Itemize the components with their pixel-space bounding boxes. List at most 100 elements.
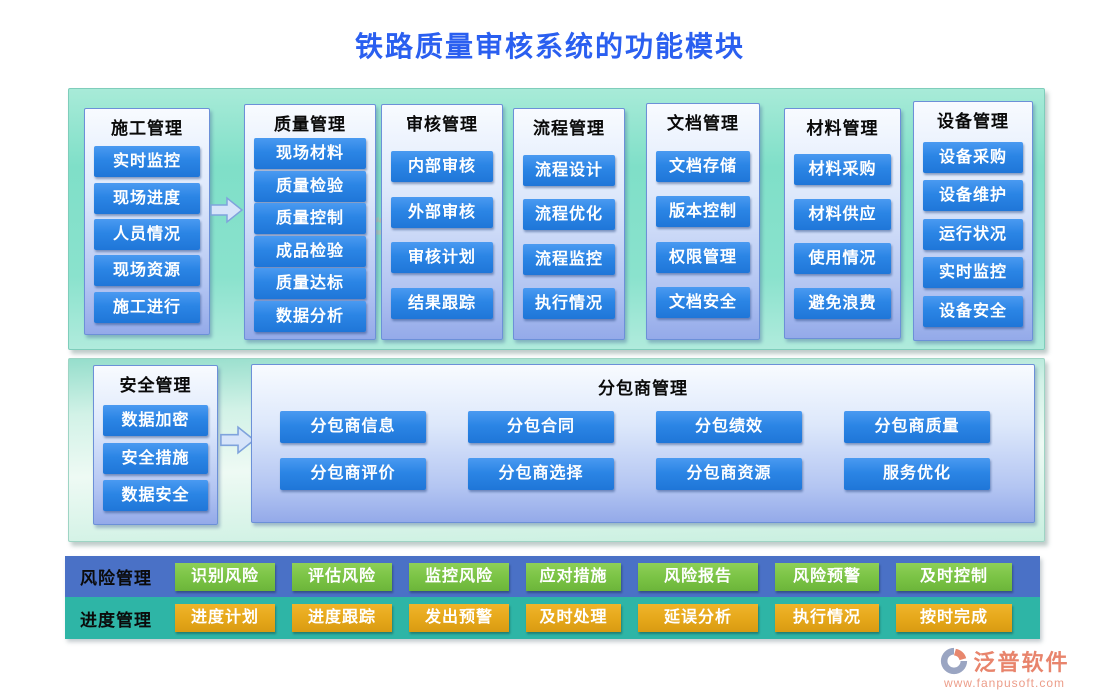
panel-header: 文档管理 [667,114,739,133]
module-button[interactable]: 流程设计 [523,154,615,186]
module-button[interactable]: 施工进行 [94,291,200,323]
module-button[interactable]: 设备采购 [923,141,1023,173]
row-label-progress: 进度管理 [80,610,152,630]
panel-items: 设备采购 设备维护 运行状况 实时监控 设备安全 [914,132,1032,340]
panel-items: 流程设计 流程优化 流程监控 执行情况 [514,139,624,339]
progress-button[interactable]: 进度跟踪 [292,604,392,632]
module-button[interactable]: 分包商选择 [468,458,614,490]
progress-button[interactable]: 发出预警 [409,604,509,632]
panel-items: 内部审核 外部审核 审核计划 结果跟踪 [382,135,502,339]
panel-items: 材料采购 材料供应 使用情况 避免浪费 [785,139,900,338]
risk-button[interactable]: 评估风险 [292,562,392,591]
risk-row: 风险管理 识别风险 评估风险 监控风险 应对措施 风险报告 风险预警 及时控制 [65,556,1040,597]
arrow-right-icon [210,196,243,224]
panel-items: 实时监控 现场进度 人员情况 现场资源 施工进行 [85,139,209,334]
panel-header: 质量管理 [274,115,346,134]
fanpu-logo-icon [941,647,968,675]
progress-button[interactable]: 及时处理 [526,604,621,632]
panel-items: 数据加密 安全措施 数据安全 [94,396,217,524]
module-button[interactable]: 实时监控 [94,146,200,178]
progress-button[interactable]: 进度计划 [175,604,275,632]
panel-equipment: 设备管理 设备采购 设备维护 运行状况 实时监控 设备安全 [913,101,1033,341]
module-button[interactable]: 数据加密 [103,404,208,436]
panel-header: 流程管理 [533,119,605,138]
panel-header: 施工管理 [111,119,183,138]
module-button[interactable]: 数据安全 [103,480,208,512]
risk-button[interactable]: 监控风险 [409,562,509,591]
progress-button[interactable]: 延误分析 [638,604,758,632]
module-button[interactable]: 结果跟踪 [391,287,493,319]
module-button[interactable]: 执行情况 [523,288,615,320]
module-button[interactable]: 外部审核 [391,196,493,228]
fanpu-logo: 泛普软件 www.fanpusoft.com [917,645,1092,690]
module-button[interactable]: 人员情况 [94,218,200,250]
panel-construction: 施工管理 实时监控 现场进度 人员情况 现场资源 施工进行 [84,108,210,335]
progress-button[interactable]: 执行情况 [775,604,879,632]
module-button[interactable]: 质量检验 [254,170,366,202]
logo-text: 泛普软件 [973,650,1070,675]
risk-button[interactable]: 应对措施 [526,562,621,591]
arrow-right-icon [220,425,256,455]
panel-header: 分包商管理 [598,379,688,398]
panel-header: 审核管理 [406,115,478,134]
progress-buttons: 进度计划 进度跟踪 发出预警 及时处理 延误分析 执行情况 按时完成 [175,597,1012,639]
logo-url: www.fanpusoft.com [943,676,1066,690]
module-button[interactable]: 分包商资源 [656,458,802,490]
module-button[interactable]: 数据分析 [254,300,366,332]
module-button[interactable]: 设备安全 [923,295,1023,327]
module-button[interactable]: 质量控制 [254,203,366,235]
panel-items: 文档存储 版本控制 权限管理 文档安全 [647,134,759,339]
subcontractor-board: 安全管理 数据加密 安全措施 数据安全 分包商管理 分包商信息 分包合同 分包绩… [68,358,1045,542]
module-button[interactable]: 服务优化 [844,458,990,490]
module-button[interactable]: 现场材料 [254,138,366,170]
module-button[interactable]: 现场进度 [94,182,200,214]
page-title: 铁路质量审核系统的功能模块 [354,31,745,62]
module-button[interactable]: 流程监控 [523,243,615,275]
module-button[interactable]: 审核计划 [391,242,493,274]
risk-button[interactable]: 风险报告 [638,562,758,591]
subcontractor-row-1: 分包商信息 分包合同 分包绩效 分包商质量 [252,411,1034,443]
panel-subcontractor: 分包商管理 分包商信息 分包合同 分包绩效 分包商质量 分包商评价 分包商选择 … [251,364,1035,523]
panel-audit: 审核管理 内部审核 外部审核 审核计划 结果跟踪 [381,104,503,340]
module-button[interactable]: 材料供应 [794,198,891,230]
module-button[interactable]: 运行状况 [923,218,1023,250]
progress-row: 进度管理 进度计划 进度跟踪 发出预警 及时处理 延误分析 执行情况 按时完成 [65,597,1040,639]
module-button[interactable]: 设备维护 [923,180,1023,211]
module-button[interactable]: 现场资源 [94,255,200,287]
module-button[interactable]: 分包合同 [468,411,614,443]
module-button[interactable]: 分包绩效 [656,411,802,443]
module-button[interactable]: 成品检验 [254,235,366,267]
module-button[interactable]: 权限管理 [656,241,750,273]
module-button[interactable]: 避免浪费 [794,287,891,319]
module-button[interactable]: 质量达标 [254,268,366,300]
panel-items: 现场材料 质量检验 质量控制 成品检验 质量达标 数据分析 [245,135,375,339]
module-button[interactable]: 使用情况 [794,243,891,275]
logo-row: 泛普软件 [917,645,1092,677]
module-button[interactable]: 文档存储 [656,150,750,182]
row-label-risk: 风险管理 [80,569,152,588]
risk-buttons: 识别风险 评估风险 监控风险 应对措施 风险报告 风险预警 及时控制 [175,556,1012,597]
panel-document: 文档管理 文档存储 版本控制 权限管理 文档安全 [646,103,760,340]
module-button[interactable]: 材料采购 [794,154,891,186]
panel-security: 安全管理 数据加密 安全措施 数据安全 [93,365,218,525]
panel-header: 安全管理 [119,376,192,395]
panel-header: 材料管理 [806,119,879,138]
module-button[interactable]: 分包商评价 [280,458,426,490]
panel-header: 设备管理 [937,112,1009,131]
module-button[interactable]: 安全措施 [103,442,208,474]
module-button[interactable]: 分包商质量 [844,411,990,443]
module-button[interactable]: 内部审核 [391,151,493,183]
modules-board: 泛普软件 施工管理 实时监控 现场进度 人员情况 现场资源 施工进行 质量管理 … [68,88,1045,350]
risk-button[interactable]: 风险预警 [775,562,879,591]
module-button[interactable]: 流程优化 [523,199,615,231]
module-button[interactable]: 文档安全 [656,287,750,319]
risk-progress-section: 风险管理 识别风险 评估风险 监控风险 应对措施 风险报告 风险预警 及时控制 … [65,556,1040,639]
risk-button[interactable]: 识别风险 [175,562,275,591]
module-button[interactable]: 分包商信息 [280,411,426,443]
progress-button[interactable]: 按时完成 [896,604,1012,632]
risk-button[interactable]: 及时控制 [896,562,1012,591]
module-button[interactable]: 版本控制 [656,196,750,228]
subcontractor-row-2: 分包商评价 分包商选择 分包商资源 服务优化 [252,458,1034,490]
panel-quality: 质量管理 现场材料 质量检验 质量控制 成品检验 质量达标 数据分析 [244,104,376,340]
module-button[interactable]: 实时监控 [923,257,1023,288]
